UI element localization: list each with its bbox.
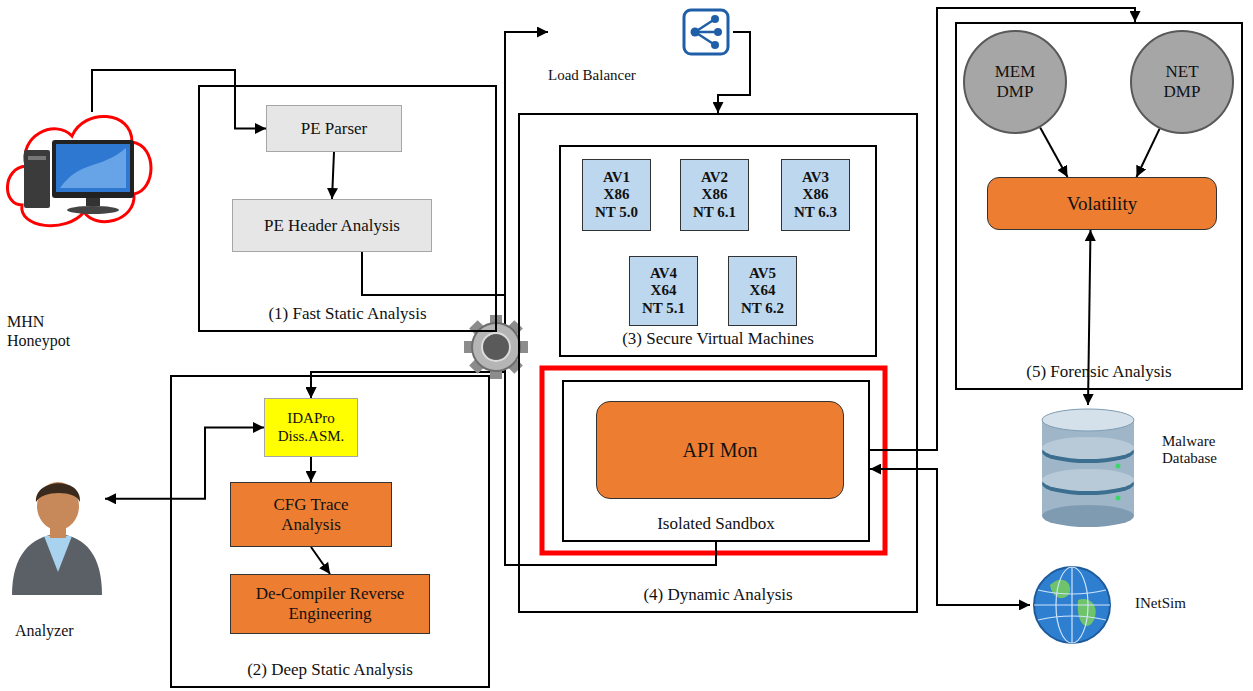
group-box: (5) Forensic Analysis MEM DMP NET DMP Volat…: [955, 22, 1243, 390]
icon-label: Analyzer: [15, 622, 115, 640]
process-box: AV5 X64 NT 6.2: [728, 256, 797, 326]
box-label: IDAPro Diss.ASM.: [271, 410, 351, 445]
icon-label: INetSim: [1135, 595, 1235, 612]
honeypot-node: MHN Honeypot: [5, 112, 155, 352]
process-box: AV2 X86 NT 6.1: [680, 159, 749, 231]
box-label: API Mon: [682, 439, 757, 462]
connector-line: [1040, 128, 1067, 177]
box-label: AV1 X86 NT 5.0: [593, 169, 641, 221]
box-label: Volatility: [1067, 193, 1137, 215]
connector-line: [870, 469, 1030, 605]
icon-label: MHN Honeypot: [7, 313, 85, 350]
box-label: AV4 X64 NT 5.1: [640, 265, 688, 317]
group-title: (1) Fast Static Analysis: [200, 304, 495, 324]
connector-line: [332, 152, 334, 199]
process-box: PE Parser: [266, 105, 402, 152]
data-circle: NET DMP: [1130, 30, 1234, 134]
connector-line: [1137, 129, 1160, 177]
process-box: PE Header Analysis: [232, 199, 432, 252]
box-label: CFG Trace Analysis: [251, 495, 371, 534]
database-node: Malware Database: [1040, 405, 1240, 530]
analyzer-icon: [12, 482, 102, 595]
load-balancer-icon: [684, 10, 728, 54]
box-label: MEM DMP: [990, 62, 1040, 101]
honeypot-icon: [7, 116, 151, 225]
icon-label: Malware Database: [1162, 433, 1242, 468]
process-box: AV4 X64 NT 5.1: [629, 256, 698, 326]
load-balancer-node: Load Balancer: [548, 8, 733, 88]
connector-line: [92, 70, 266, 129]
globe-icon: [1034, 567, 1110, 643]
group-title: (4) Dynamic Analysis: [520, 585, 916, 605]
box-label: AV2 X86 NT 6.1: [691, 169, 739, 221]
connector-line: [311, 547, 330, 574]
connector-line: [310, 457, 312, 482]
data-circle: MEM DMP: [963, 30, 1067, 134]
simulator-node: INetSim: [1030, 565, 1230, 650]
highlight-frame: [542, 368, 885, 553]
box-label: De-Compiler Reverse Engineering: [250, 584, 410, 623]
box-label: AV5 X64 NT 6.2: [739, 265, 787, 317]
box-label: NET DMP: [1157, 62, 1207, 101]
group-title: (5) Forensic Analysis: [957, 362, 1241, 382]
group-box: Isolated Sandbox API Mon: [562, 380, 870, 542]
group-title: (2) Deep Static Analysis: [172, 660, 488, 680]
group-box: (1) Fast Static Analysis PE Parser PE Head…: [198, 85, 497, 332]
process-box: De-Compiler Reverse Engineering: [230, 574, 430, 634]
icon-label: Load Balancer: [548, 67, 688, 84]
group-box: (4) Dynamic Analysis (3) Secure Virtual M…: [518, 113, 918, 613]
group-title: (3) Secure Virtual Machines: [561, 329, 875, 349]
group-box: (2) Deep Static Analysis IDAPro Diss.ASM.…: [170, 375, 490, 688]
process-box: Volatility: [987, 177, 1217, 230]
connector-line: [718, 32, 750, 113]
process-box: IDAPro Diss.ASM.: [264, 398, 358, 457]
process-box: CFG Trace Analysis: [230, 482, 392, 547]
box-label: PE Parser: [301, 119, 368, 139]
process-box: API Mon: [596, 401, 844, 499]
box-label: AV3 X86 NT 6.3: [792, 169, 840, 221]
connector-line: [362, 32, 548, 295]
database-icon: [1042, 409, 1134, 527]
group-box: (3) Secure Virtual Machines AV1 X86 NT 5.…: [559, 145, 877, 357]
box-label: PE Header Analysis: [264, 216, 400, 236]
process-box: AV1 X86 NT 5.0: [582, 159, 651, 231]
process-box: AV3 X86 NT 6.3: [781, 159, 850, 231]
analyzer-node: Analyzer: [5, 470, 105, 650]
group-title: Isolated Sandbox: [564, 514, 868, 534]
